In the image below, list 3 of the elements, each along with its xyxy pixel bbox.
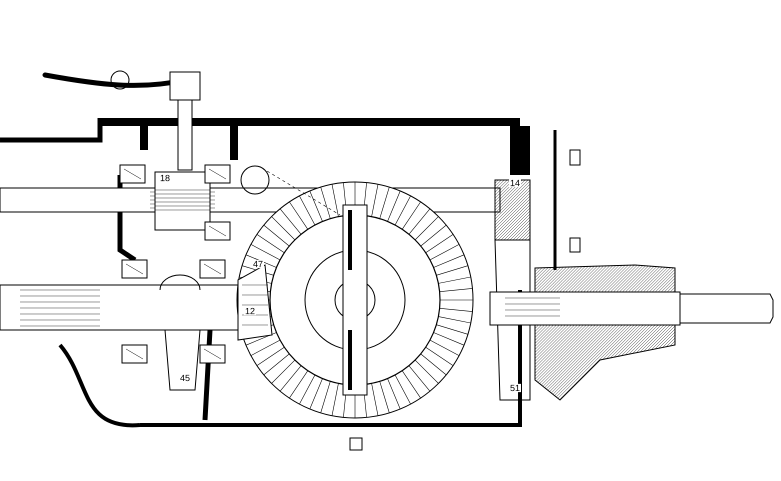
gear-number: 51 (509, 384, 521, 392)
gear-number: 45 (179, 374, 191, 382)
gear-number: 14 (509, 178, 521, 188)
